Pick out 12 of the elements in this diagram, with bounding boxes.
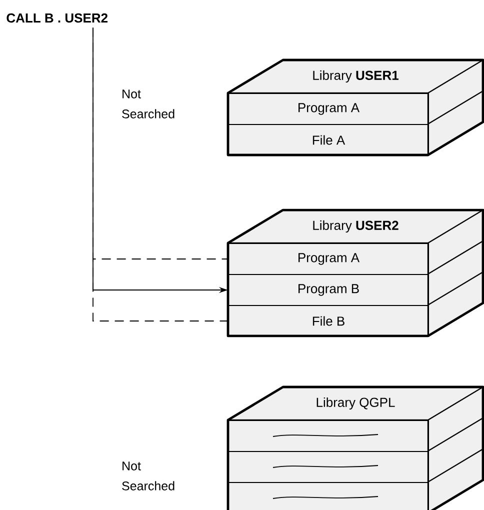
- note-text: Not Searched: [122, 90, 174, 118]
- note-text: Not Searched: [122, 462, 174, 490]
- member-row: [228, 420, 429, 452]
- member-row: File B: [228, 305, 429, 337]
- member-row: [228, 482, 429, 510]
- command-text: CALL B . USER2: [6, 13, 108, 23]
- member-row: Program A: [228, 243, 429, 275]
- member-row: File A: [228, 124, 429, 156]
- member-row: Program A: [228, 93, 429, 125]
- member-row: [228, 451, 429, 483]
- library-box: Library QGPL: [226, 386, 484, 510]
- member-row: Program B: [228, 274, 429, 306]
